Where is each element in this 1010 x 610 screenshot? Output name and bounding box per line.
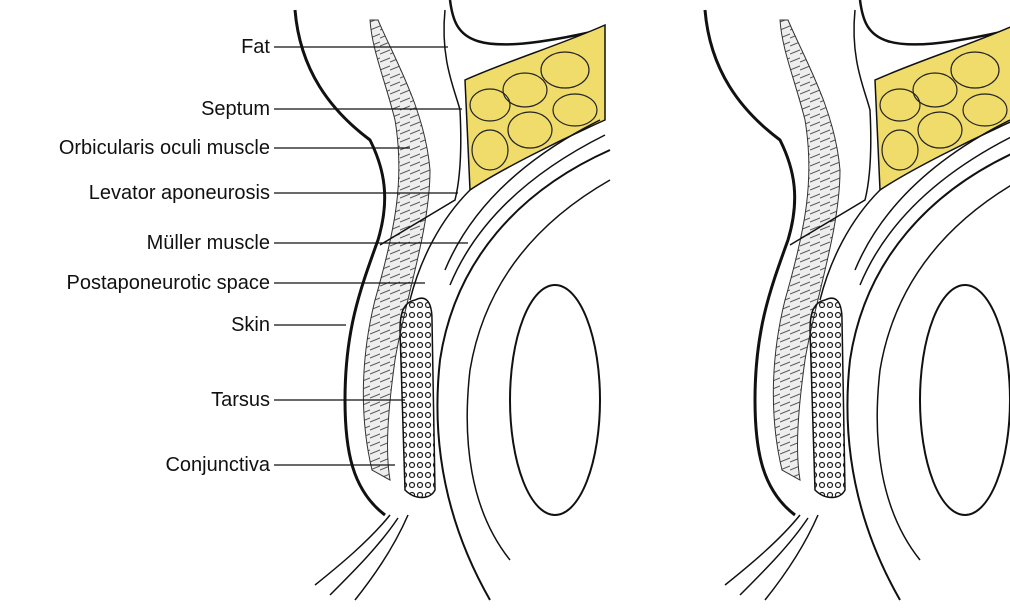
label-muller-muscle: Müller muscle [146, 232, 270, 254]
label-postaponeurotic-space: Postaponeurotic space [66, 272, 270, 294]
label-conjunctiva: Conjunctiva [165, 454, 270, 476]
label-tarsus: Tarsus [211, 389, 270, 411]
label-orbicularis-oculi-muscle: Orbicularis oculi muscle [58, 137, 270, 159]
label-skin: Skin [231, 314, 270, 336]
label-septum: Septum [201, 98, 270, 120]
leader-lines [274, 46, 468, 466]
label-fat: Fat [241, 36, 270, 58]
label-levator-aponeurosis: Levator aponeurosis [88, 182, 270, 204]
